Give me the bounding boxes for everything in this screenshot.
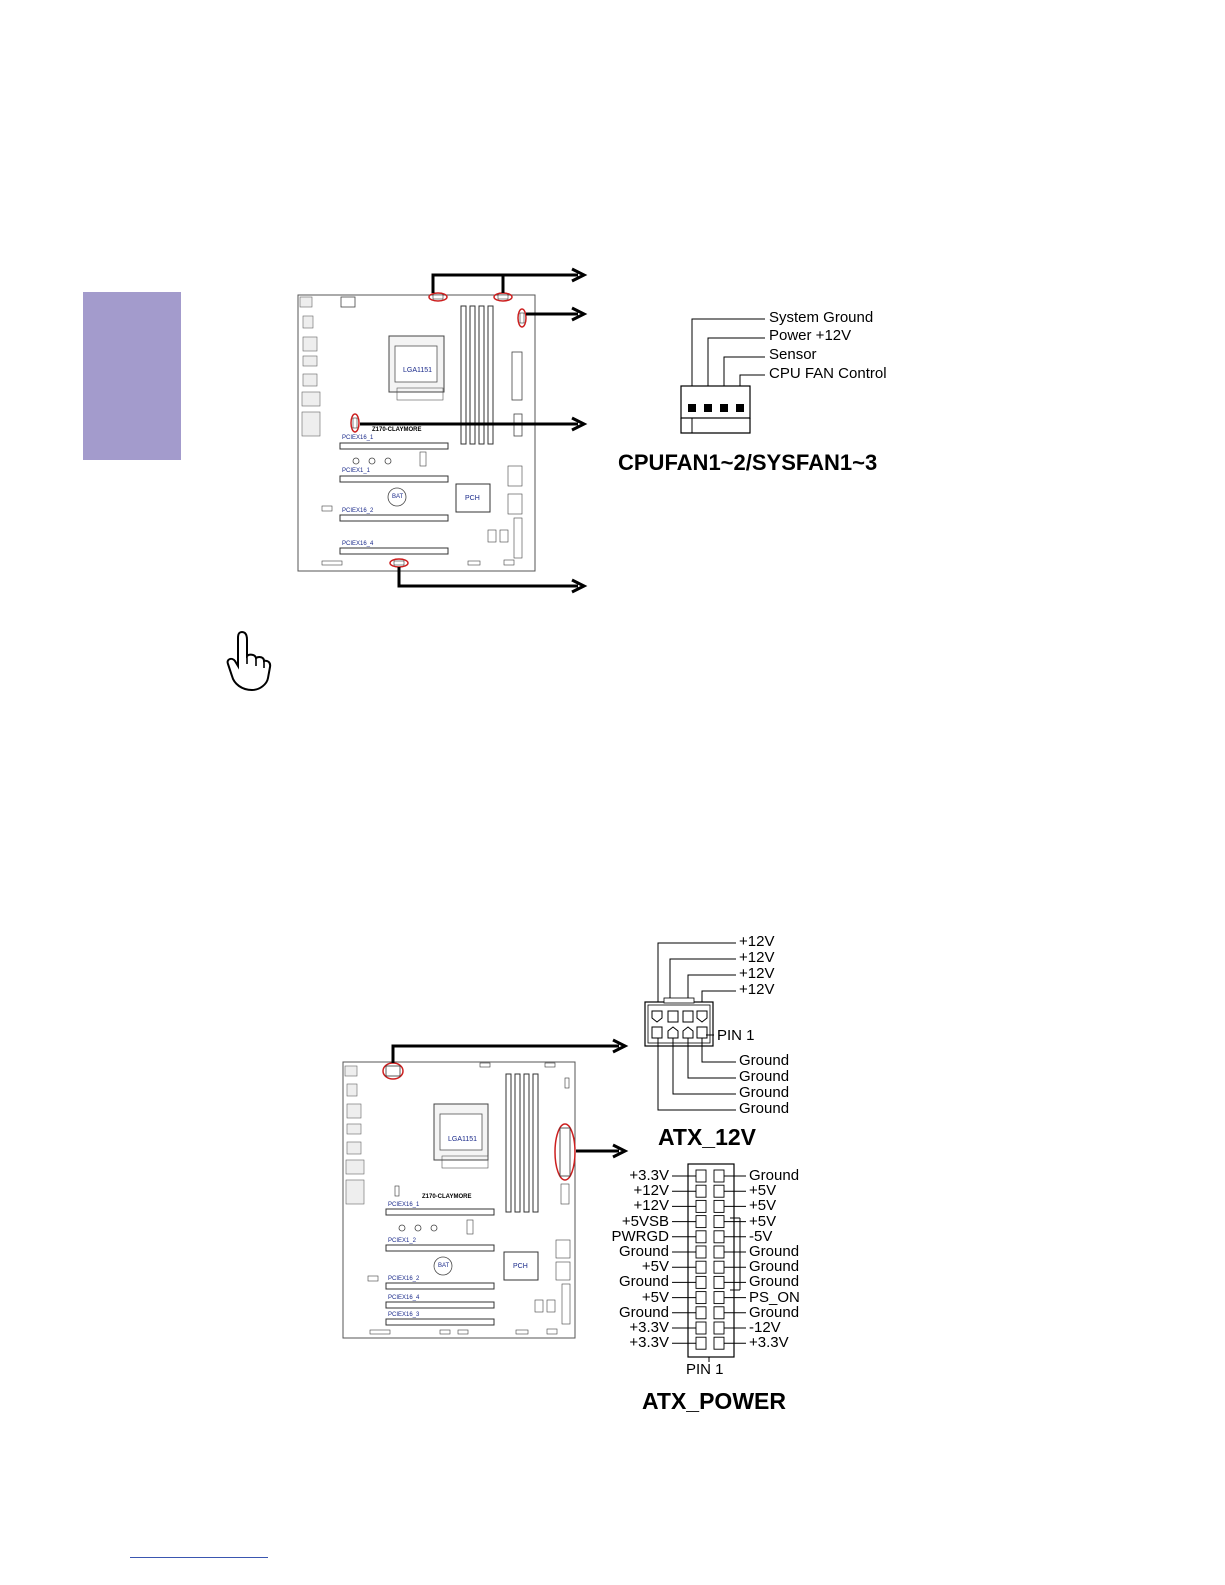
atxpower-right-label: Ground <box>749 1258 800 1276</box>
pointing-hand-icon <box>226 630 272 692</box>
atxpower-right-pin <box>713 1321 725 1335</box>
atxpower-right-pin <box>713 1275 725 1289</box>
atxpower-left-pin <box>695 1321 707 1335</box>
atx12v-top-label-2: +12V <box>739 949 775 966</box>
atxpower-right-label: Ground <box>749 1303 800 1321</box>
slot-label-top-3: PCIEX16_2 <box>342 508 374 514</box>
atx12v-caption: ATX_12V <box>658 1124 757 1150</box>
atxpower-left-label: +12V <box>633 1182 669 1200</box>
atx12v-bottom-label-1: Ground <box>739 1052 790 1069</box>
atxpower-caption: ATX_POWER <box>642 1388 786 1414</box>
atx12v-bottom-label-3: Ground <box>739 1084 790 1101</box>
atxpower-right-pin <box>713 1260 725 1274</box>
atx12v-top-label-3: +12V <box>739 965 775 982</box>
atxpower-left-label: Ground <box>618 1243 669 1260</box>
atxpower-right-label: Ground <box>749 1243 800 1260</box>
atxpower-left-label: +5V <box>641 1288 669 1306</box>
slot-label-bottom-5: PCIEX16_3 <box>388 1312 420 1318</box>
atxpower-right-label: -12V <box>749 1319 781 1336</box>
atxpower-left-label: +12V <box>633 1197 669 1215</box>
atxpower-left-label: +3.3V <box>629 1319 669 1336</box>
slot-label-bottom-1: PCIEX16_1 <box>388 1202 420 1208</box>
slot-label-top-1: PCIEX16_1 <box>342 435 374 441</box>
atxpower-left-pin <box>695 1306 707 1320</box>
atxpower-left-label: PWRGD <box>611 1227 670 1245</box>
socket-label-bottom: LGA1151 <box>448 1136 478 1143</box>
atxpower-left-pin <box>695 1336 707 1350</box>
battery-label-top: BAT <box>392 494 404 500</box>
atxpower-left-label: +5V <box>641 1258 669 1276</box>
slot-label-top-2: PCIEX1_1 <box>342 468 371 474</box>
atxpower-right-pin <box>713 1215 725 1229</box>
chipset-label-top: PCH <box>465 495 480 502</box>
atxpower-right-pin <box>713 1245 725 1259</box>
fan-pin-label-2: Power +12V <box>769 327 852 344</box>
atxpower-left-label: +3.3V <box>629 1167 669 1184</box>
battery-label-bottom: BAT <box>438 1263 450 1269</box>
fan-pin-label-3: Sensor <box>769 346 817 363</box>
atxpower-right-label: +5V <box>749 1212 777 1230</box>
atxpower-right-pin <box>713 1306 725 1320</box>
atxpower-left-pin <box>695 1169 707 1183</box>
atxpower-left-pin <box>695 1260 707 1274</box>
board-model-bottom: Z170-CLAYMORE <box>422 1194 472 1200</box>
fan-pin-label-4: CPU FAN Control <box>769 365 887 382</box>
atxpower-right-pin <box>713 1230 725 1244</box>
atxpower-right-label: Ground <box>749 1273 800 1291</box>
socket-label-top: LGA1151 <box>403 367 433 374</box>
atxpower-left-label: Ground <box>618 1273 669 1291</box>
atxpower-right-pin <box>713 1184 725 1198</box>
atxpower-left-label: +5VSB <box>621 1212 669 1230</box>
fan-pin-label-1: System Ground <box>769 309 874 326</box>
slot-label-bottom-2: PCIEX1_2 <box>388 1238 417 1244</box>
board-model-top: Z170-CLAYMORE <box>372 427 422 433</box>
atxpower-right-label: -5V <box>749 1227 773 1245</box>
atxpower-left-pin <box>695 1291 707 1305</box>
atx12v-top-label-1: +12V <box>739 933 775 950</box>
atxpower-left-label: Ground <box>618 1303 669 1321</box>
atxpower-right-label: +5V <box>749 1197 777 1215</box>
atxpower-right-pin <box>713 1199 725 1213</box>
atx12v-bottom-label-2: Ground <box>739 1068 790 1085</box>
atxpower-right-label: Ground <box>749 1167 800 1184</box>
atxpower-left-pin <box>695 1230 707 1244</box>
atxpower-right-pin <box>713 1169 725 1183</box>
atxpower-left-pin <box>695 1184 707 1198</box>
slot-label-bottom-3: PCIEX16_2 <box>388 1276 420 1282</box>
chipset-label-bottom: PCH <box>513 1263 528 1270</box>
chapter-side-tab <box>83 292 181 460</box>
atxpower-right-label: +3.3V <box>749 1334 789 1352</box>
atxpower-right-label: PS_ON <box>749 1288 800 1306</box>
slot-label-bottom-4: PCIEX16_4 <box>388 1295 420 1301</box>
atx12v-bottom-label-4: Ground <box>739 1100 790 1117</box>
slot-label-top-4: PCIEX16_4 <box>342 541 374 547</box>
atxpower-pin1-label: PIN 1 <box>686 1361 724 1378</box>
atxpower-right-pin <box>713 1336 725 1350</box>
atxpower-left-pin <box>695 1275 707 1289</box>
atx12v-top-label-4: +12V <box>739 981 775 998</box>
fan-diagram-caption: CPUFAN1~2/SYSFAN1~3 <box>618 450 878 475</box>
footer-rule <box>130 1557 268 1558</box>
atxpower-right-label: +5V <box>749 1182 777 1200</box>
atxpower-left-pin <box>695 1245 707 1259</box>
atx12v-pin1-label: PIN 1 <box>717 1027 755 1044</box>
atxpower-left-pin <box>695 1199 707 1213</box>
atxpower-left-label: +3.3V <box>629 1334 669 1352</box>
atxpower-left-pin <box>695 1215 707 1229</box>
atxpower-right-pin <box>713 1291 725 1305</box>
